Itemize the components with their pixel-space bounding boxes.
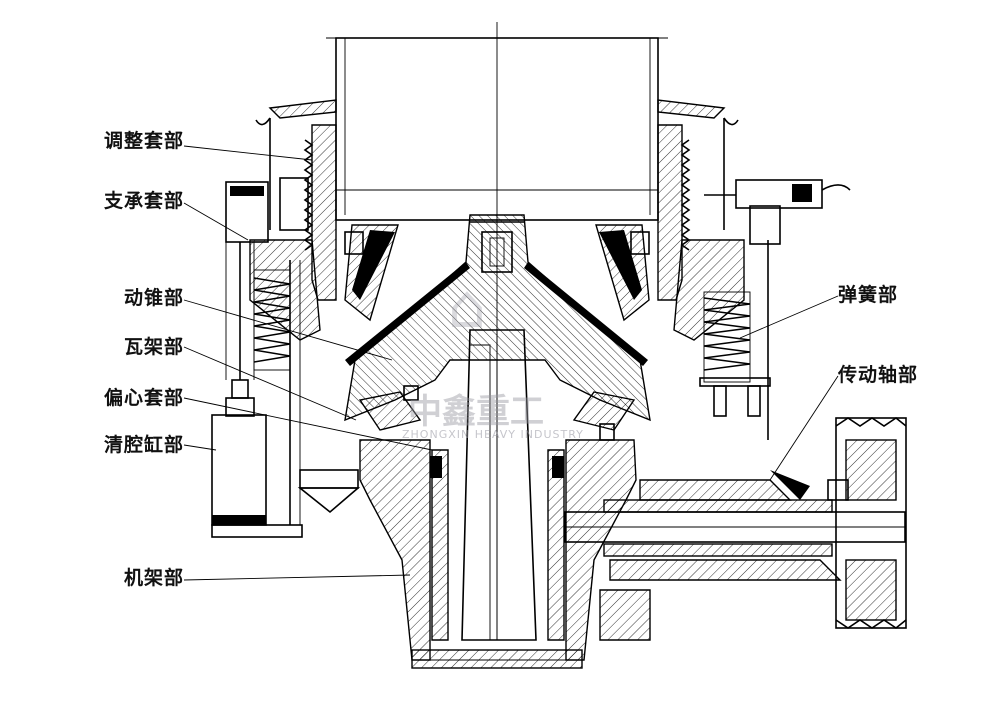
label-eccentric: 偏心套部: [104, 387, 185, 409]
eccentric-bushing: [430, 449, 565, 641]
label-frame: 机架部: [124, 567, 185, 589]
label-support-ring: 支承套部: [104, 190, 185, 212]
adjustment-ring-top: [255, 99, 739, 230]
label-spring: 弹簧部: [838, 284, 899, 306]
label-drive-shaft: 传动轴部: [838, 364, 919, 386]
socket-liner: [358, 385, 636, 441]
drive-shaft: [564, 470, 906, 641]
watermark-subtitle: ZHONGXIN HEAVY INDUSTRY: [402, 428, 584, 441]
spring-right: [699, 240, 771, 440]
label-moving-cone: 动锥部: [124, 287, 185, 309]
support-ring: [225, 177, 745, 341]
watermark-brand: 中鑫重工: [408, 392, 544, 432]
hydraulic-fitting-right: [704, 179, 851, 245]
label-adjust-ring: 调整套部: [104, 130, 185, 152]
watermark-logo-icon: ⌂: [448, 272, 487, 342]
main-shaft: [461, 329, 537, 641]
label-cavity-clear: 清腔缸部: [104, 434, 185, 456]
leader-lines: [183, 145, 839, 581]
bowl-liner: [344, 224, 650, 322]
drive-pulley: [835, 417, 907, 629]
moving-cone: [344, 214, 651, 422]
main-frame: [297, 439, 637, 669]
label-bowl-frame: 瓦架部: [124, 336, 185, 358]
